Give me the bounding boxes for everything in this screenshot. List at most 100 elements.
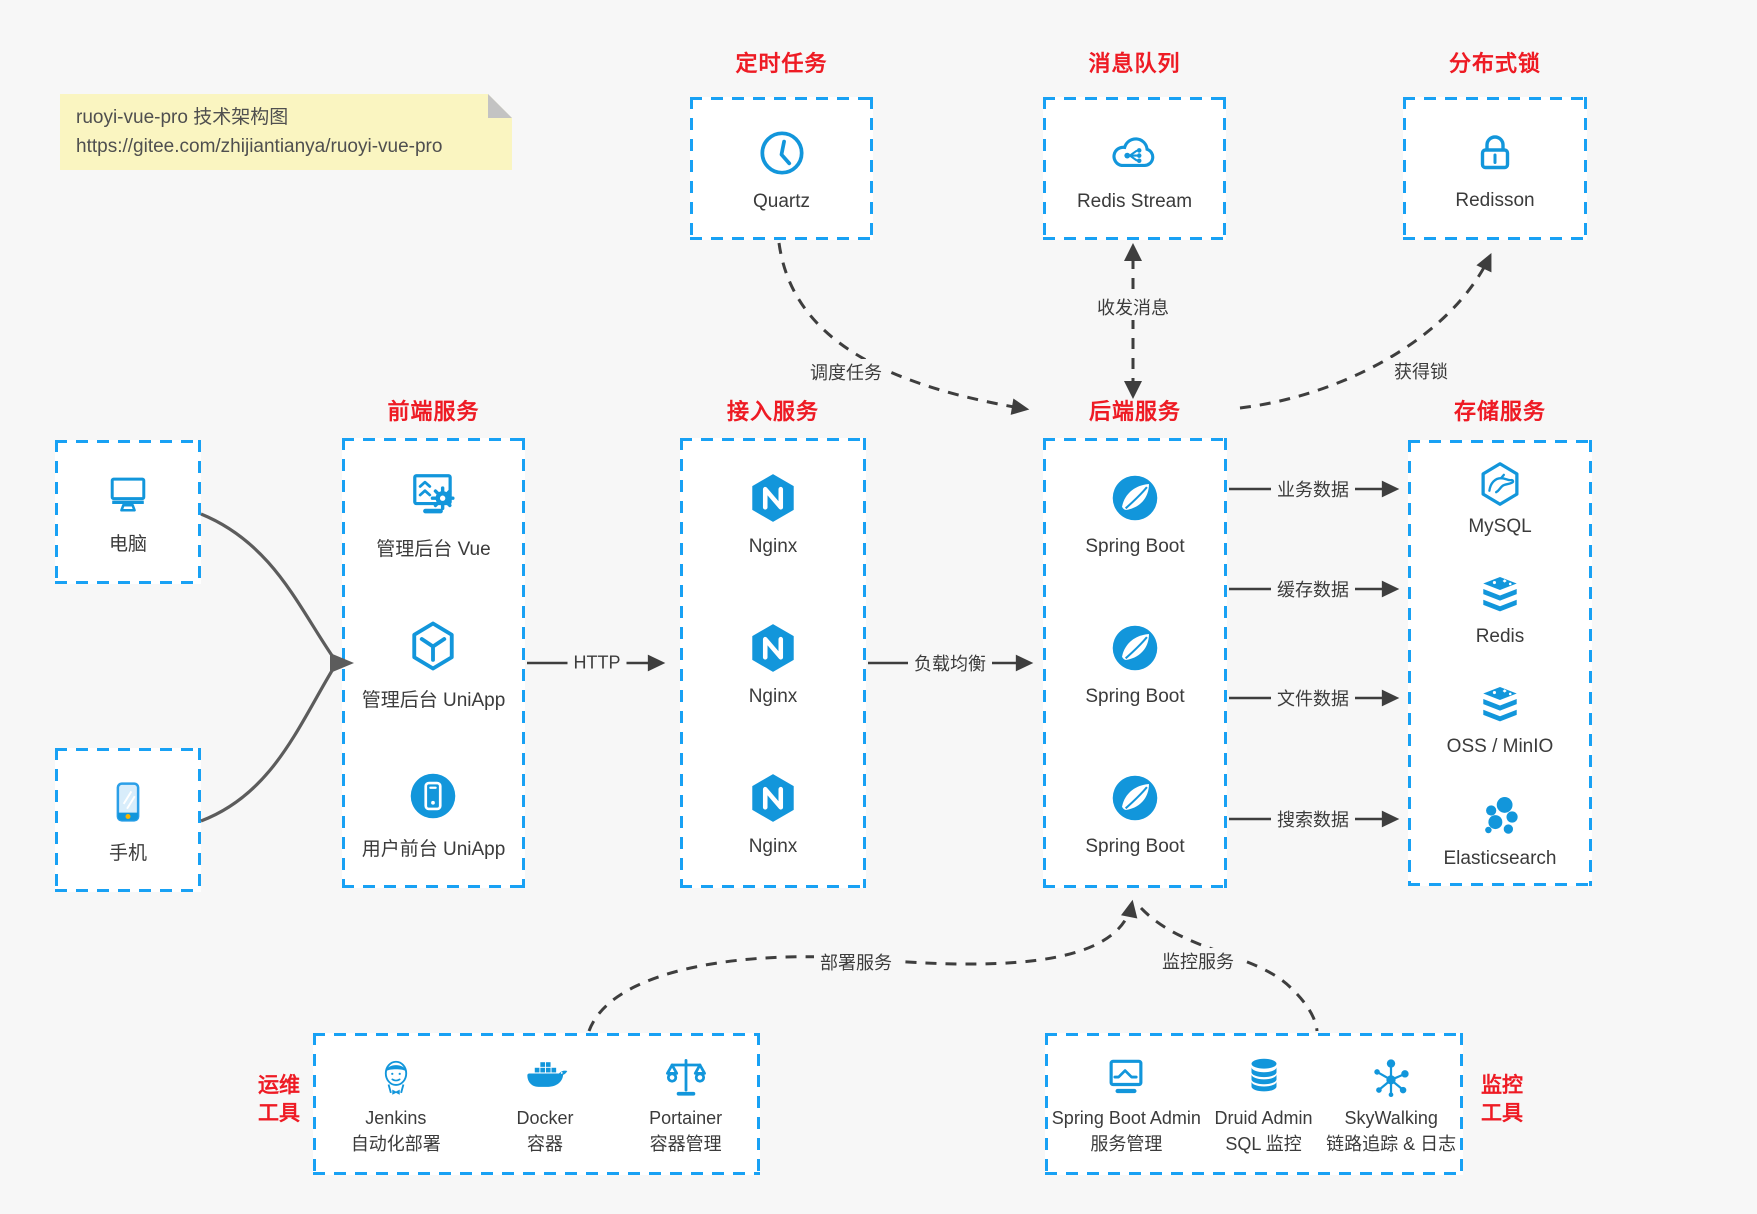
edge-label-message: 收发消息 (1091, 294, 1175, 320)
node-springboot-3: Spring Boot (1085, 769, 1185, 858)
node-pc: 电脑 (99, 468, 157, 556)
node-label: Redis (1475, 625, 1525, 647)
database-icon (1251, 1058, 1277, 1092)
tool-name: Portainer (649, 1107, 723, 1128)
scheduled-task-box: Quartz (690, 97, 873, 240)
node-user-uniapp: 用户前台 UniApp (361, 767, 506, 861)
group-title-storage: 存储服务 (1453, 399, 1546, 424)
docker-whale-icon (527, 1061, 568, 1087)
nginx-icon (752, 473, 794, 522)
lock-icon (1480, 135, 1510, 170)
desktop-icon (110, 477, 146, 512)
node-label: 电脑 (108, 534, 147, 555)
node-admin-vue: 管理后台 Vue (376, 465, 491, 561)
tool-name: Jenkins (365, 1107, 427, 1128)
tool-name: Docker (516, 1107, 574, 1128)
group-title-frontend: 前端服务 (387, 399, 480, 424)
node-springboot-2: Spring Boot (1085, 619, 1185, 708)
node-label: Nginx (748, 685, 798, 707)
uniapp-cube-icon (412, 621, 455, 671)
tool-desc: 容器管理 (649, 1134, 722, 1154)
node-label: Elasticsearch (1443, 847, 1557, 869)
tool-name: Spring Boot Admin (1051, 1107, 1201, 1128)
node-label: Nginx (748, 835, 798, 857)
node-nginx-2: Nginx (744, 619, 802, 708)
edge-label-monitor-service: 监控服务 (1156, 948, 1240, 974)
storage-stack-icon (1483, 686, 1517, 721)
group-title-gateway: 接入服务 (726, 399, 819, 424)
backend-box: Spring Boot Spring Boot Spring Boot (1043, 438, 1227, 888)
monitor-tools-box: Spring Boot Admin 服务管理 Druid Admin SQL 监… (1045, 1033, 1463, 1175)
elasticsearch-icon (1485, 796, 1518, 834)
node-label: 手机 (108, 843, 147, 864)
tool-desc: SQL 监控 (1225, 1134, 1302, 1154)
node-label: MySQL (1468, 515, 1532, 537)
message-queue-box: Redis Stream (1043, 97, 1226, 240)
group-title-message-queue: 消息队列 (1088, 51, 1181, 76)
note-title: ruoyi-vue-pro 技术架构图 (76, 107, 289, 128)
gateway-box: Nginx Nginx Nginx (680, 438, 866, 888)
node-label: Nginx (748, 535, 798, 557)
tool-desc: 链路追踪 & 日志 (1326, 1134, 1457, 1154)
spring-leaf-icon (1112, 475, 1158, 520)
edge-label-file-data: 文件数据 (1271, 685, 1355, 711)
tool-skywalking: SkyWalking 链路追踪 & 日志 (1326, 1052, 1456, 1157)
cloud-stream-icon (1112, 137, 1155, 167)
tool-spring-boot-admin: Spring Boot Admin 服务管理 (1052, 1052, 1201, 1157)
node-label: Redisson (1455, 190, 1535, 211)
node-label: OSS / MinIO (1446, 735, 1554, 757)
spring-leaf-icon (1112, 625, 1158, 670)
tool-jenkins: Jenkins 自动化部署 (351, 1052, 441, 1157)
sticky-note: ruoyi-vue-pro 技术架构图 https://gitee.com/zh… (60, 94, 512, 170)
edge-label-business-data: 业务数据 (1271, 476, 1355, 502)
node-label: Spring Boot (1085, 535, 1185, 557)
edge-label-schedule-task: 调度任务 (804, 359, 888, 385)
nginx-icon (752, 623, 794, 672)
portainer-scales-icon (665, 1058, 706, 1096)
client-mobile-box: 手机 (55, 748, 201, 892)
node-redis-stream: Redis Stream (1077, 124, 1192, 213)
tool-portainer: Portainer 容器管理 (649, 1052, 722, 1157)
node-redisson: Redisson (1455, 125, 1535, 212)
monitor-tools-title: 监控 工具 (1481, 1074, 1523, 1126)
edge-message-arrowhead-up (1124, 243, 1142, 261)
edge-label-acquire-lock: 获得锁 (1388, 358, 1454, 384)
edge-label-http: HTTP (567, 652, 627, 674)
edge-mobile-to-frontend (200, 668, 335, 823)
edge-pc-to-frontend (200, 512, 335, 658)
mysql-dolphin-icon (1481, 461, 1519, 506)
redis-stack-icon (1483, 576, 1517, 611)
node-label: Spring Boot (1085, 685, 1185, 707)
clock-icon (759, 131, 804, 175)
tool-name: SkyWalking (1344, 1107, 1438, 1128)
node-label: 用户前台 UniApp (361, 838, 506, 860)
ops-tools-title: 运维 工具 (258, 1074, 300, 1126)
distributed-lock-box: Redisson (1403, 97, 1587, 240)
storage-box: MySQL Redis (1408, 440, 1592, 886)
monitor-chart-icon (1109, 1059, 1143, 1093)
node-redis: Redis (1474, 571, 1526, 648)
frontend-box: 管理后台 Vue 管理后台 UniApp 用户前台 UniApp (342, 438, 525, 888)
topology-icon (1374, 1059, 1409, 1097)
node-label: Spring Boot (1085, 835, 1185, 857)
node-oss-minio: OSS / MinIO (1446, 681, 1554, 758)
admin-vue-icon (413, 474, 456, 514)
tool-name: Druid Admin (1214, 1107, 1313, 1128)
node-label: Redis Stream (1076, 191, 1193, 212)
node-label: 管理后台 UniApp (361, 689, 506, 711)
tool-desc: 自动化部署 (350, 1134, 441, 1154)
note-url: https://gitee.com/zhijiantianya/ruoyi-vu… (76, 136, 443, 158)
nginx-icon (752, 773, 794, 822)
edge-label-load-balance: 负载均衡 (908, 650, 992, 676)
user-app-icon (411, 773, 456, 818)
node-nginx-1: Nginx (744, 469, 802, 558)
node-nginx-3: Nginx (744, 769, 802, 858)
node-mobile: 手机 (101, 775, 155, 865)
node-elasticsearch: Elasticsearch (1444, 791, 1557, 870)
group-title-scheduled-task: 定时任务 (735, 51, 828, 76)
node-label: Quartz (752, 191, 811, 212)
edge-acquire-lock-arrow (1239, 252, 1492, 410)
jenkins-icon (384, 1060, 407, 1095)
edge-label-search-data: 搜索数据 (1271, 806, 1355, 832)
